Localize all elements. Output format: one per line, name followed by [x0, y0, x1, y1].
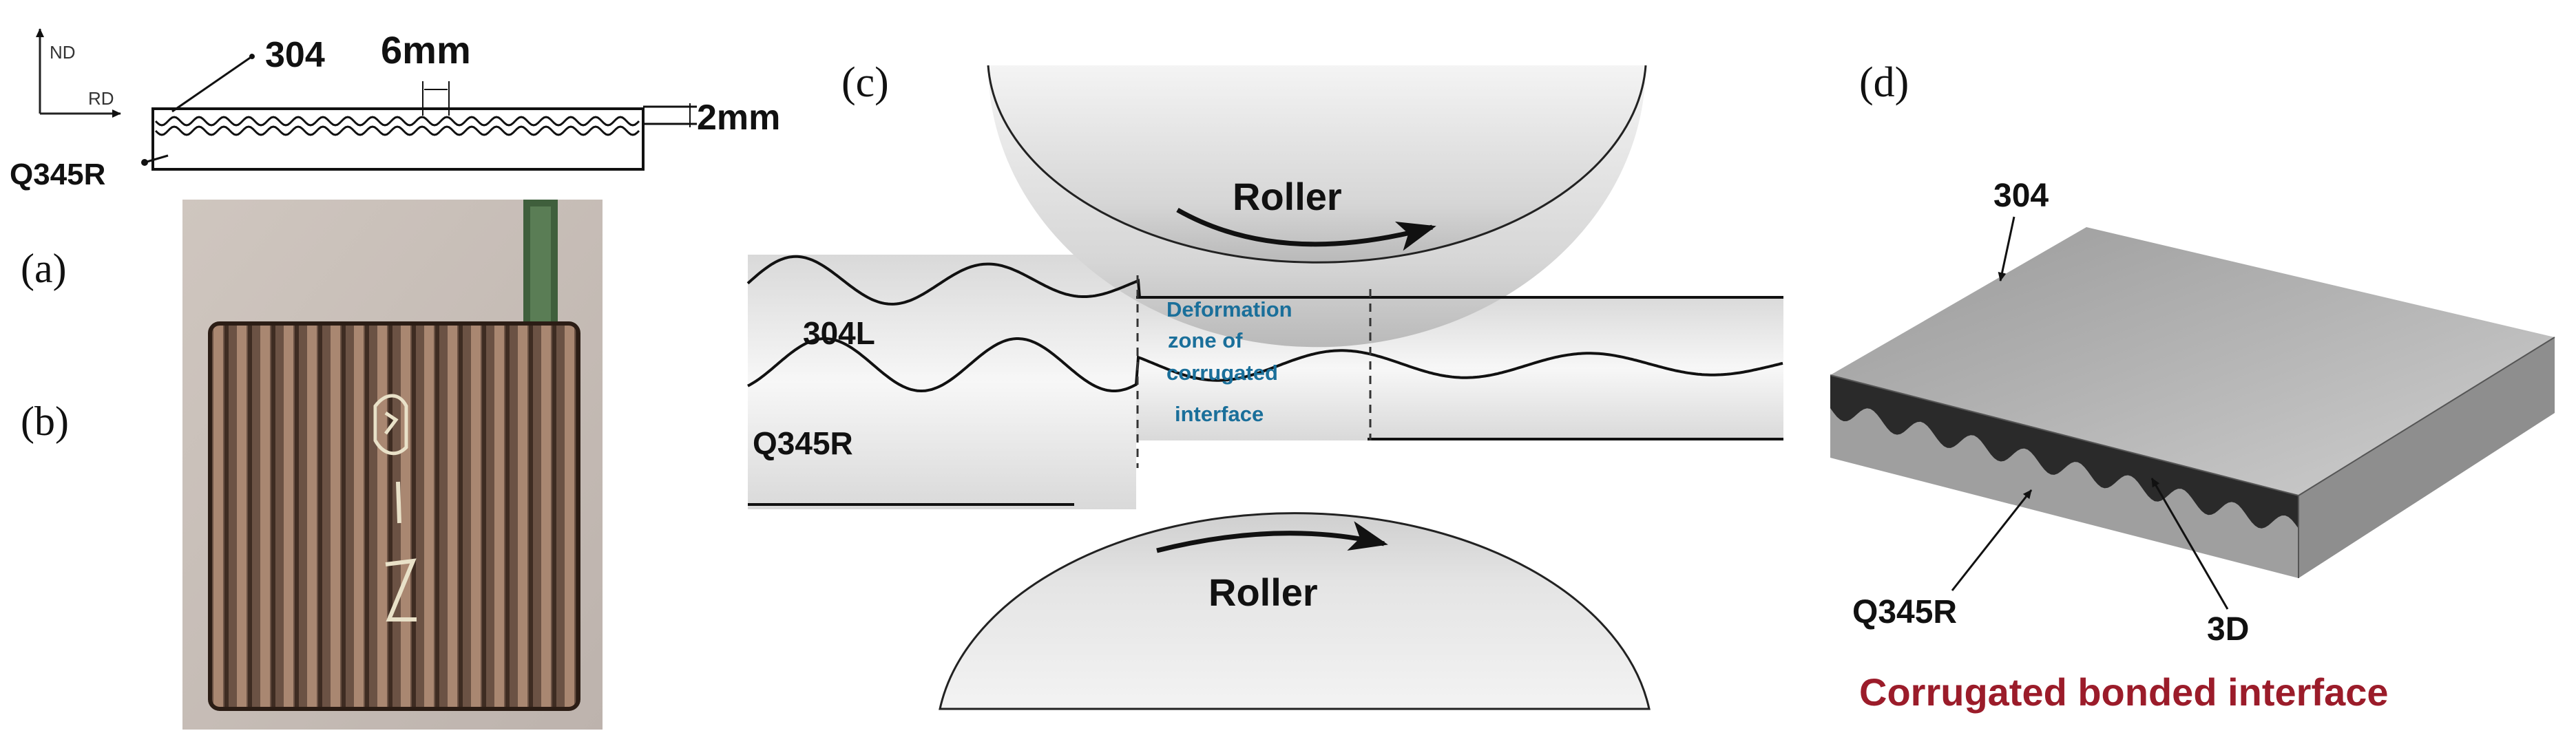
plate-right-face: [2298, 337, 2555, 578]
panel-a: ND RD 304 6mm 2mm Q345R (a): [10, 28, 780, 291]
label-thickness: 2mm: [697, 98, 780, 138]
rd-axis-label: RD: [88, 88, 114, 109]
label-304-leader: [171, 54, 255, 113]
strip-left-body: [748, 255, 1136, 509]
zone-text-line-3: corrugated: [1166, 361, 1278, 385]
top-roller-label: Roller: [1233, 175, 1342, 218]
panel-c-letter: (c): [841, 59, 889, 106]
label-304: 304: [265, 35, 325, 75]
top-roller-rotation-arrow: [1176, 207, 1436, 251]
plate-outline: [151, 107, 645, 171]
plate-top-face: [1830, 227, 2555, 496]
panel-b-letter: (b): [21, 398, 69, 444]
label-q345r-a: Q345R: [10, 158, 105, 191]
zone-text-line-4: interface: [1175, 402, 1264, 426]
bottom-roller-label: Roller: [1208, 571, 1318, 614]
strip-top-edge: [746, 255, 1141, 306]
corrugated-sample-edge: [208, 321, 580, 711]
label-pitch: 6mm: [381, 28, 471, 72]
bottom-roller-rotation-arrow: [1156, 521, 1388, 553]
corrugated-304-layer: [1830, 375, 2298, 529]
panel-a-letter: (a): [21, 246, 67, 291]
label-304l: 304L: [803, 315, 875, 351]
sample-marking-1: [373, 394, 408, 456]
label-3d-leader: [2150, 478, 2229, 610]
top-roller: [987, 65, 1647, 264]
caption: Corrugated bonded interface: [1859, 670, 2389, 714]
panel-d-letter: (d): [1859, 59, 1909, 106]
label-304-d: 304: [1993, 178, 2049, 214]
nd-axis-label: ND: [50, 42, 76, 63]
label-q345r-leader: [144, 154, 169, 164]
sample-marking-3: [385, 558, 417, 621]
label-304-d-leader: [1998, 216, 2015, 281]
panel-d: (d) 304 Q345R 3D Corrugated bonded inter…: [1830, 59, 2555, 714]
label-q345r-d: Q345R: [1852, 594, 1957, 630]
corrugated-sample: [210, 323, 578, 709]
zone-text-line-2: zone of: [1168, 328, 1243, 352]
sample-electrode-tab-highlight: [530, 206, 551, 323]
label-q345r-d-leader: [1951, 489, 2033, 591]
corrugated-interface-lower: [154, 125, 640, 136]
label-3d: 3D: [2207, 611, 2249, 648]
sample-marking-2: [396, 481, 401, 524]
panel-b: (b): [21, 200, 603, 730]
bottom-roller: [939, 512, 1651, 710]
strip-interface-line: [747, 337, 1783, 393]
zone-text-line-1: Deformation: [1166, 297, 1292, 321]
label-q345r-c: Q345R: [753, 425, 853, 461]
corrugated-interface-upper: [154, 116, 640, 127]
panel-c: (c) Deformation zone of corrugated inter…: [746, 59, 1783, 710]
label-q345r-leader-dot: [141, 159, 148, 166]
